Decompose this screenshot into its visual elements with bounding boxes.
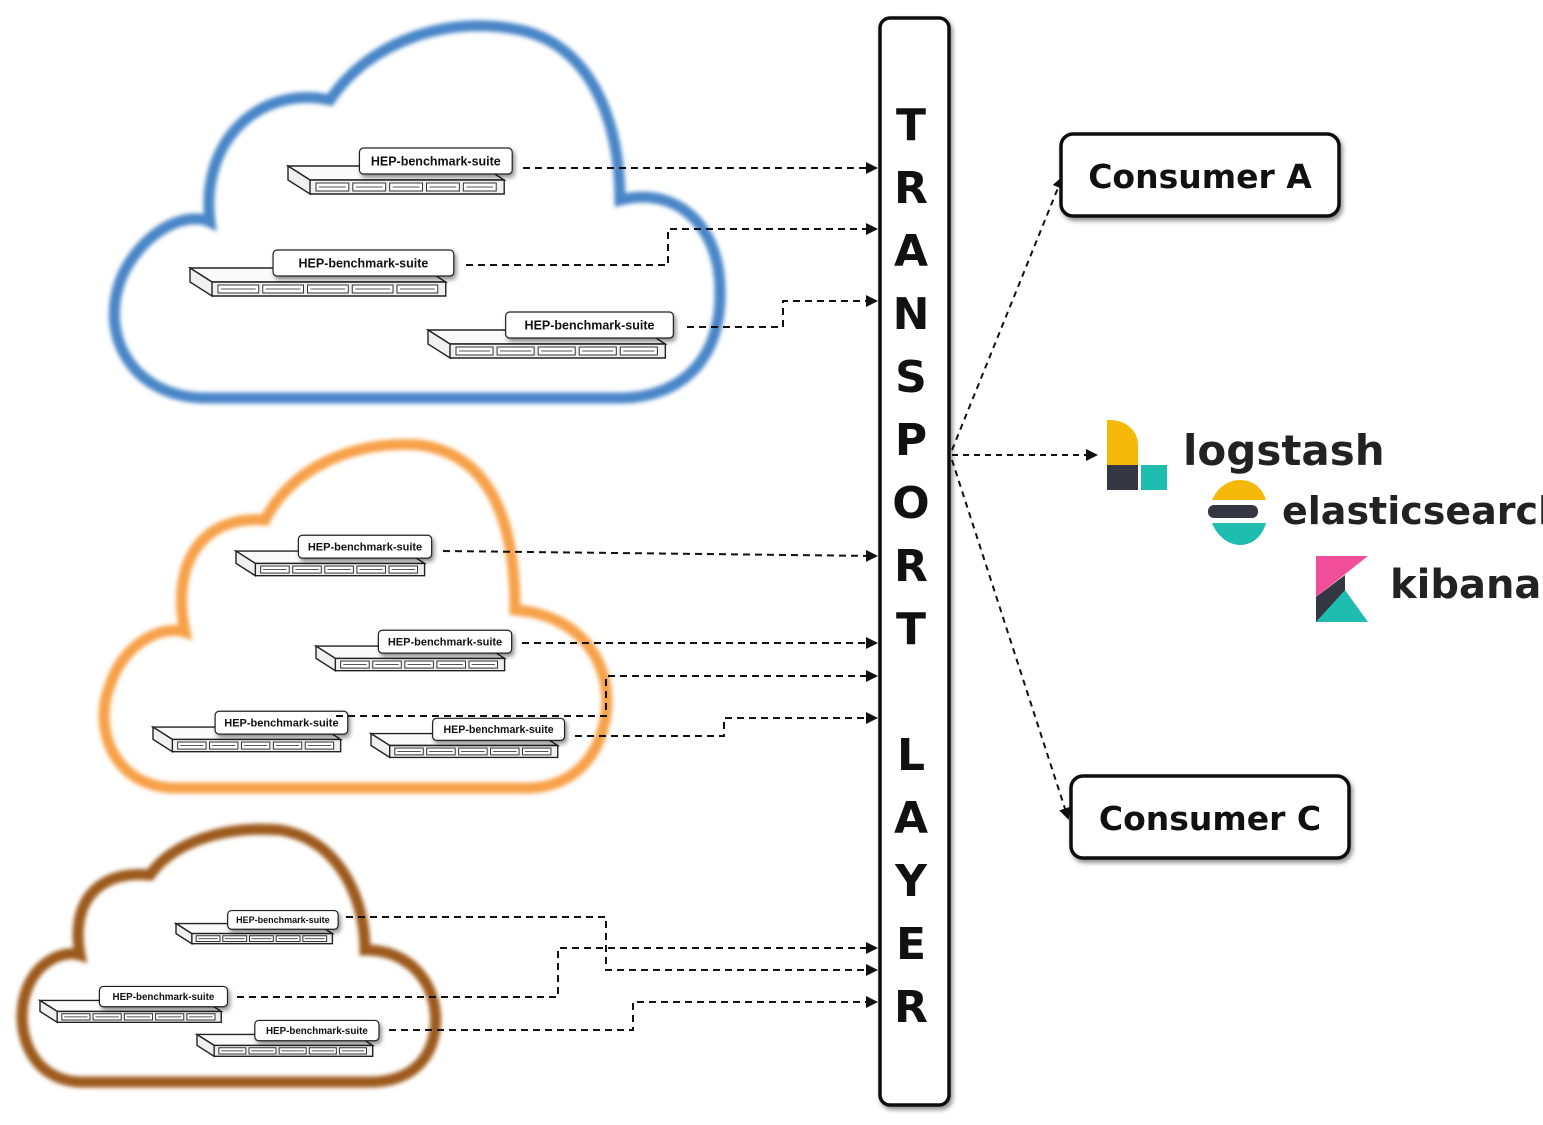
server-label: HEP-benchmark-suite [388, 637, 502, 649]
transport-layer-letter: R [894, 163, 928, 214]
server-unit: HEP-benchmark-suite [194, 1019, 380, 1058]
transport-layer-letter: Y [894, 856, 928, 907]
consumer-c: Consumer C [1069, 774, 1351, 860]
transport-layer-letter: R [894, 982, 928, 1033]
transport-layer-letter: T [896, 100, 926, 151]
server-label: HEP-benchmark-suite [444, 724, 554, 736]
transport-layer-letter: A [894, 793, 928, 844]
server-label-box [254, 1019, 380, 1042]
logstash-label: logstash [1183, 426, 1385, 475]
kibana: kibana [1316, 556, 1541, 622]
server-label: HEP-benchmark-suite [236, 915, 330, 925]
server-label-box [98, 985, 229, 1008]
transport-layer-letter: P [895, 415, 927, 466]
connector-brown-3 [389, 996, 878, 1031]
server-label-box [505, 311, 674, 339]
server-unit: HEP-benchmark-suite [187, 249, 455, 298]
server-label: HEP-benchmark-suite [266, 1026, 368, 1037]
server-label-box [272, 249, 455, 277]
transport-layer-letter: O [892, 478, 929, 529]
transport-layer-letter: R [894, 541, 928, 592]
server-label: HEP-benchmark-suite [224, 718, 338, 730]
server-label: HEP-benchmark-suite [525, 319, 655, 333]
connector-orange-3 [336, 670, 878, 717]
connector-brown-1 [346, 916, 878, 976]
transport-layer-letter: L [897, 730, 925, 781]
consumer-a: Consumer A [1059, 132, 1341, 218]
server-unit: HEP-benchmark-suite [233, 534, 433, 577]
consumer-a-label: Consumer A [1088, 157, 1312, 196]
transport-layer-box [878, 16, 951, 1107]
server-unit: HEP-benchmark-suite [150, 710, 349, 753]
logstash: logstash [1107, 420, 1385, 490]
server-unit: HEP-benchmark-suite [313, 629, 513, 672]
consumer-c-label: Consumer C [1099, 799, 1321, 838]
server-label-box [214, 710, 349, 735]
logstash-logo-icon [1107, 420, 1167, 490]
connector-orange-1 [442, 549, 878, 562]
elasticsearch: elasticsearch [1208, 480, 1543, 545]
cloud-brown [16, 823, 442, 1088]
transport-layer-letter: N [893, 289, 930, 340]
server-label: HEP-benchmark-suite [113, 992, 215, 1003]
server-label-box [377, 629, 513, 654]
transport-layer-letter: A [894, 226, 928, 277]
connector-to-consumer-c [951, 459, 1071, 820]
server-unit: HEP-benchmark-suite [368, 717, 566, 759]
server-label-box [227, 909, 339, 930]
connector-orange-4 [575, 712, 878, 737]
server-unit: HEP-benchmark-suite [425, 311, 674, 360]
transport-layer-letter: T [896, 604, 926, 655]
server-label: HEP-benchmark-suite [371, 155, 501, 169]
server-label-box [358, 147, 513, 175]
connector-blue-2 [466, 223, 878, 266]
server-label-box [297, 534, 433, 559]
server-unit: HEP-benchmark-suite [37, 985, 229, 1024]
elasticsearch-label: elasticsearch [1282, 489, 1543, 533]
connector-brown-2 [237, 942, 878, 998]
cloud-blue [108, 20, 726, 404]
server-label: HEP-benchmark-suite [298, 257, 428, 271]
cloud-connectors [237, 162, 878, 1031]
connector-to-consumer-a [951, 176, 1064, 451]
server-label: HEP-benchmark-suite [308, 542, 422, 554]
transport-layer-letter: E [896, 919, 926, 970]
output-connectors [951, 176, 1098, 820]
server-unit: HEP-benchmark-suite [285, 147, 513, 196]
connector-blue-3 [687, 295, 878, 328]
server-unit: HEP-benchmark-suite [173, 909, 339, 945]
server-label-box [432, 717, 566, 741]
transport-layer-letter: S [895, 352, 927, 403]
kibana-logo-icon [1316, 556, 1368, 622]
elasticsearch-logo-icon [1208, 480, 1266, 545]
kibana-label: kibana [1390, 562, 1541, 608]
